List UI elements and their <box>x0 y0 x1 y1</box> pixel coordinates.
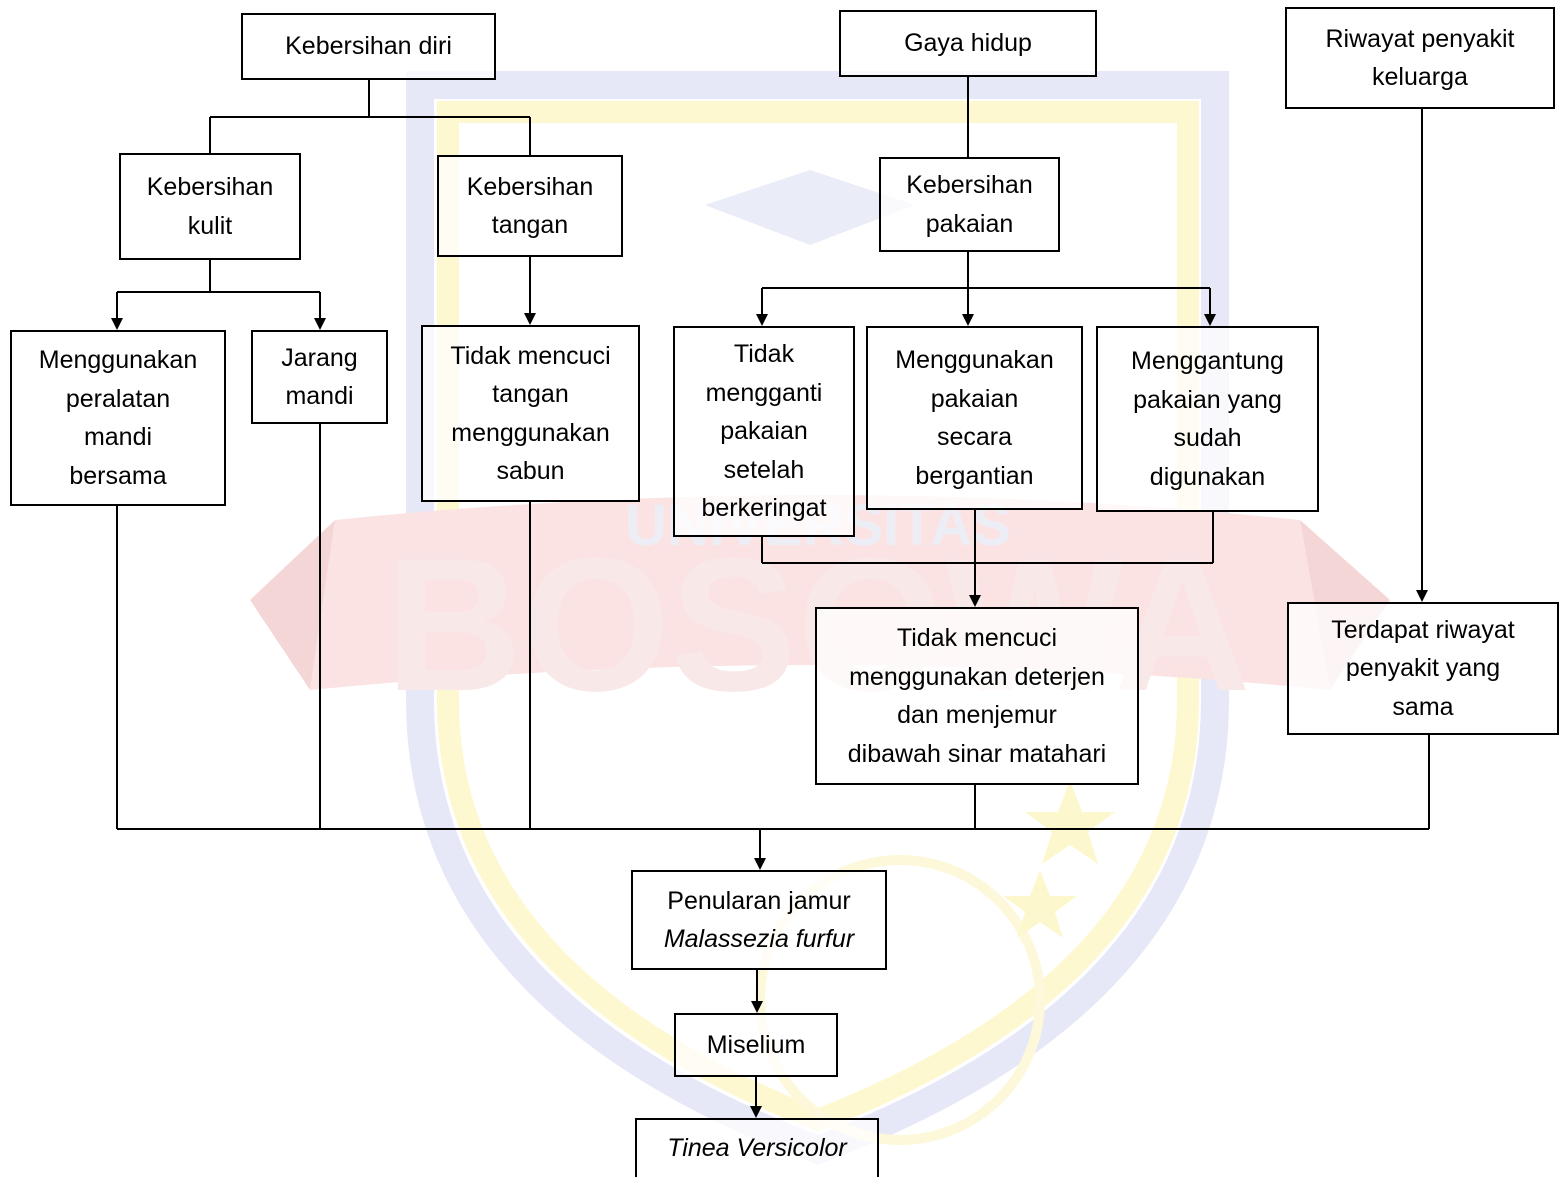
node-pakaian-bergantian: Menggunakan pakaian secara bergantian <box>866 326 1083 510</box>
node-label: Menggunakan <box>38 346 198 374</box>
ribbon-left-tail <box>250 520 335 690</box>
node-label: secara <box>936 423 1013 451</box>
node-label: dibawah sinar matahari <box>847 739 1107 768</box>
mortarboard-shape <box>705 170 915 245</box>
node-label: tangan <box>492 380 569 408</box>
node-label: peralatan <box>65 384 171 413</box>
node-label: sabun <box>496 457 565 485</box>
node-label: Riwayat penyakit <box>1325 24 1515 53</box>
node-kebersihan-pakaian: Kebersihan pakaian <box>879 157 1060 252</box>
node-tidak-mencuci-deterjen: Tidak mencuci menggunakan deterjen dan m… <box>815 607 1139 785</box>
node-miselium: Miselium <box>674 1013 838 1077</box>
node-label: mengganti <box>705 378 823 407</box>
node-label: Menggunakan <box>895 346 1054 374</box>
node-label: mandi <box>83 423 153 451</box>
node-label: menggunakan <box>451 418 610 447</box>
star-shape <box>1025 780 1115 864</box>
node-label: kulit <box>187 211 233 240</box>
node-label: Miselium <box>706 1030 806 1059</box>
node-label: dan menjemur <box>897 701 1057 729</box>
node-label-italic: Tinea Versicolor <box>667 1134 847 1163</box>
node-kebersihan-tangan: Kebersihan tangan <box>437 155 623 257</box>
node-label: Kebersihan diri <box>285 32 452 61</box>
node-label: digunakan <box>1149 462 1266 491</box>
node-label: pakaian <box>720 417 808 446</box>
node-terdapat-riwayat: Terdapat riwayat penyakit yang sama <box>1287 602 1559 735</box>
node-label: mandi <box>285 382 354 410</box>
node-label: berkeringat <box>701 494 827 523</box>
node-label: Menggantung <box>1131 347 1284 375</box>
star-shape <box>1003 870 1077 938</box>
node-label: menggunakan deterjen <box>849 662 1105 691</box>
node-label: pakaian <box>925 209 1014 238</box>
node-jarang-mandi: Jarang mandi <box>251 330 388 424</box>
node-label: sama <box>1392 692 1454 721</box>
node-label: Jarang <box>281 343 358 372</box>
node-label: tangan <box>491 211 569 239</box>
node-kebersihan-kulit: Kebersihan kulit <box>119 153 301 260</box>
node-label: bergantian <box>915 461 1034 490</box>
node-label: sudah <box>1173 424 1242 452</box>
node-kebersihan-diri: Kebersihan diri <box>241 13 496 80</box>
globe-shape <box>755 855 1045 1145</box>
node-label: Penularan jamur <box>667 886 851 915</box>
node-riwayat-penyakit-keluarga: Riwayat penyakit keluarga <box>1285 7 1555 109</box>
node-label: penyakit yang <box>1345 654 1501 683</box>
node-label: Kebersihan <box>146 173 274 201</box>
node-tinea-versicolor: Tinea Versicolor <box>635 1118 879 1177</box>
node-gaya-hidup: Gaya hidup <box>839 10 1097 77</box>
node-penularan-jamur: Penularan jamur Malassezia furfur <box>631 870 887 970</box>
node-label: pakaian yang <box>1133 385 1282 414</box>
node-label: Gaya hidup <box>904 29 1032 58</box>
node-label-italic: Malassezia furfur <box>663 925 855 953</box>
node-label: setelah <box>723 455 805 484</box>
node-label: Tidak mencuci <box>450 341 611 370</box>
node-tidak-mengganti-pakaian: Tidak mengganti pakaian setelah berkerin… <box>673 326 855 537</box>
node-label: Terdapat riwayat <box>1331 615 1515 644</box>
node-tidak-mencuci-tangan: Tidak mencuci tangan menggunakan sabun <box>421 325 640 502</box>
node-label: pakaian <box>930 384 1019 413</box>
node-label: keluarga <box>1372 63 1468 91</box>
node-label: Kebersihan <box>466 172 594 201</box>
node-peralatan-mandi-bersama: Menggunakan peralatan mandi bersama <box>10 330 226 506</box>
node-label: Kebersihan <box>906 171 1033 199</box>
node-menggantung-pakaian: Menggantung pakaian yang sudah digunakan <box>1096 326 1319 512</box>
node-label: Tidak <box>733 340 795 369</box>
node-label: Tidak mencuci <box>896 624 1058 652</box>
node-label: bersama <box>69 461 167 490</box>
